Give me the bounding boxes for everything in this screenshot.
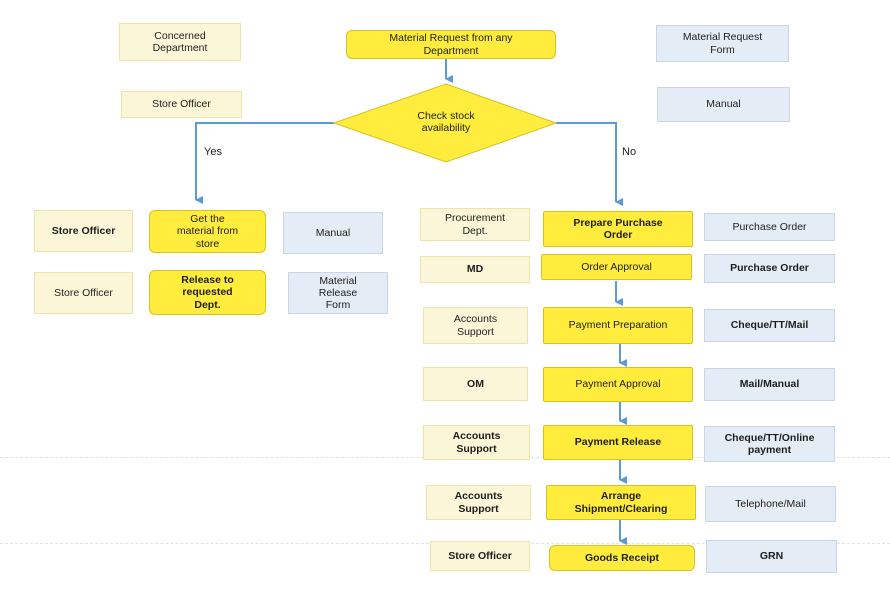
- doc-material-request-form: Material Request Form: [656, 25, 789, 62]
- doc-cheque-tt-online-payment: Cheque/TT/Online payment: [704, 426, 835, 462]
- role-concerned-department: Concerned Department: [119, 23, 241, 61]
- arrow-yes: [195, 122, 334, 204]
- step-payment-release: Payment Release: [543, 425, 693, 460]
- label-no: No: [622, 146, 637, 158]
- step-release-to-dept: Release to requested Dept.: [149, 270, 266, 315]
- role-store-officer: Store Officer: [430, 541, 530, 571]
- decision-diamond: [332, 83, 558, 163]
- step-get-material: Get the material from store: [149, 210, 266, 253]
- role-store-officer: Store Officer: [34, 210, 133, 252]
- doc-cheque-tt-mail: Cheque/TT/Mail: [704, 309, 835, 342]
- role-store-officer: Store Officer: [34, 272, 133, 314]
- label-yes: Yes: [204, 146, 222, 158]
- role-accounts-support: Accounts Support: [426, 485, 531, 520]
- step-goods-receipt: Goods Receipt: [549, 545, 695, 571]
- doc-manual: Manual: [283, 212, 383, 254]
- doc-telephone-mail: Telephone/Mail: [705, 486, 836, 522]
- step-payment-approval: Payment Approval: [543, 367, 693, 402]
- role-accounts-support: Accounts Support: [423, 307, 528, 344]
- decision-check-stock: Check stock availability: [417, 109, 475, 134]
- role-procurement-dept: Procurement Dept.: [420, 208, 530, 241]
- step-arrange-shipment: Arrange Shipment/Clearing: [546, 485, 696, 520]
- step-payment-preparation: Payment Preparation: [543, 307, 693, 344]
- role-md: MD: [420, 256, 530, 283]
- doc-purchase-order: Purchase Order: [704, 254, 835, 283]
- arrow-no: [556, 122, 623, 206]
- step-order-approval: Order Approval: [541, 254, 692, 280]
- doc-mail-manual: Mail/Manual: [704, 368, 835, 401]
- role-accounts-support: Accounts Support: [423, 425, 530, 460]
- role-om: OM: [423, 367, 528, 401]
- step-prepare-purchase-order: Prepare Purchase Order: [543, 211, 693, 247]
- doc-purchase-order: Purchase Order: [704, 213, 835, 241]
- doc-material-release-form: Material Release Form: [288, 272, 388, 314]
- role-store-officer: Store Officer: [121, 91, 242, 118]
- doc-grn: GRN: [706, 540, 837, 573]
- doc-manual: Manual: [657, 87, 790, 122]
- step-material-request: Material Request from any Department: [346, 30, 556, 59]
